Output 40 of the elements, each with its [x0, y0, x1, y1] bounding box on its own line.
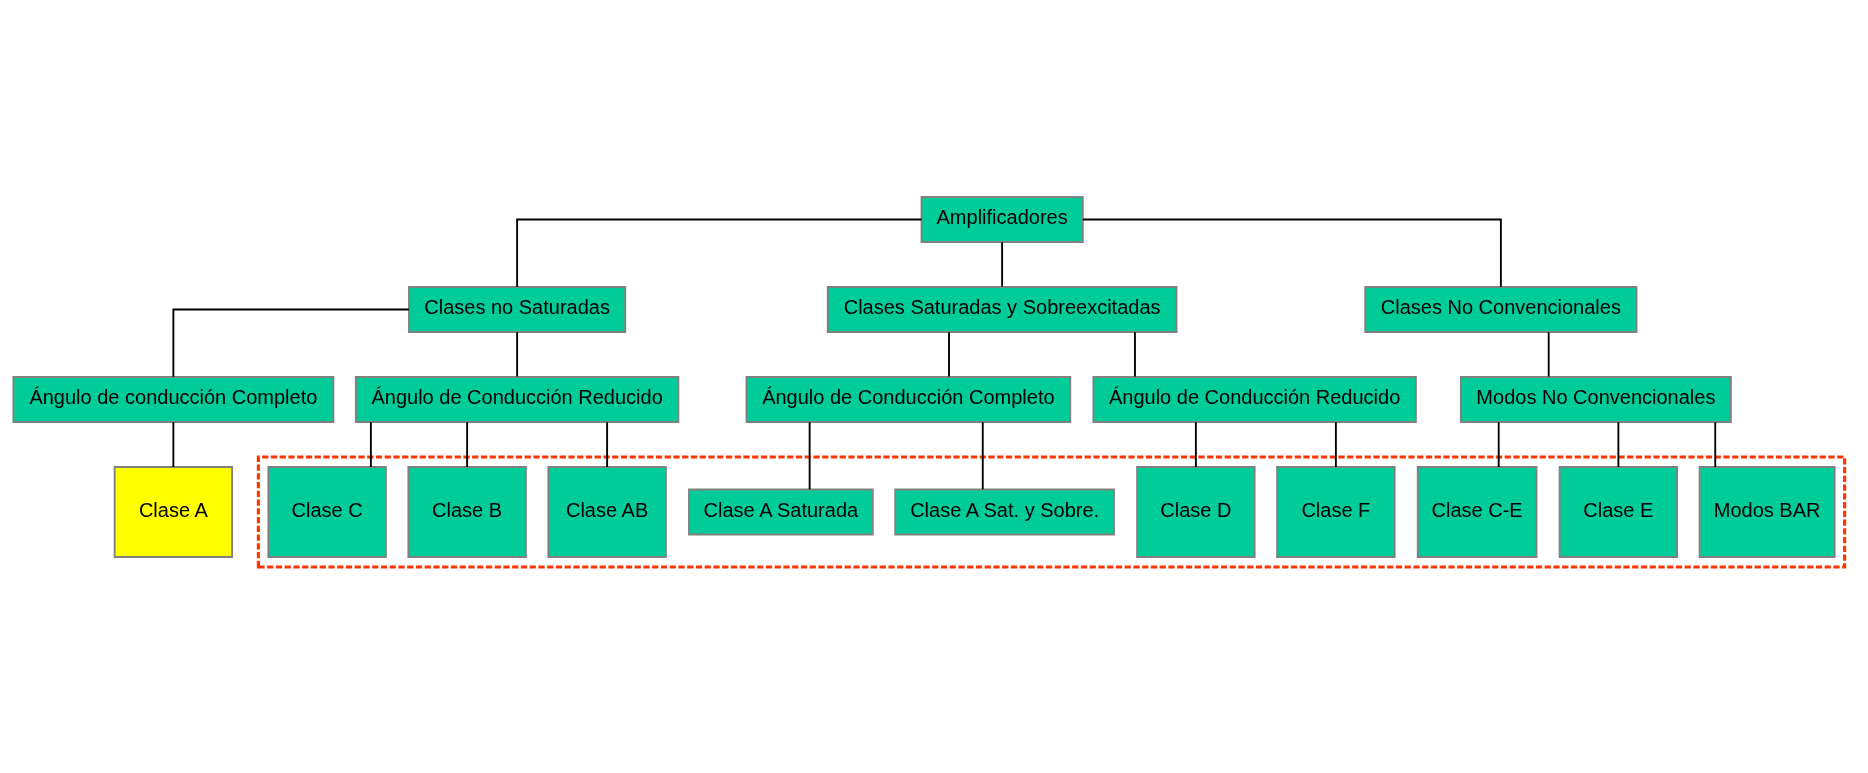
- connector: [516, 218, 923, 288]
- node-box: Ángulo de Conducción Reducido: [354, 375, 680, 423]
- node-box: Ángulo de Conducción Reducido: [1092, 375, 1417, 423]
- node-box: Amplificadores: [920, 195, 1084, 243]
- connector: [516, 330, 519, 377]
- node-box: Clase A: [113, 465, 234, 558]
- node-box: Clases no Saturadas: [408, 285, 627, 333]
- connector: [466, 420, 469, 468]
- node-box: Clase C-E: [1416, 465, 1538, 558]
- node-box: Clase A Saturada: [688, 488, 874, 535]
- cluster: [256, 454, 1847, 569]
- connector: [1334, 420, 1337, 468]
- connector: [369, 420, 372, 468]
- node-box: Ángulo de Conducción Completo: [745, 375, 1072, 423]
- connector: [1714, 420, 1717, 468]
- node-box: Clase C: [267, 465, 387, 558]
- connector: [1081, 218, 1502, 288]
- node-box: Clase AB: [547, 465, 667, 558]
- connector: [172, 420, 175, 468]
- connector: [606, 420, 609, 468]
- node-box: Modos No Convencionales: [1459, 375, 1732, 423]
- connector: [1134, 330, 1136, 377]
- connector: [1547, 330, 1550, 377]
- node-box: Clase E: [1558, 465, 1679, 558]
- node-box: Clase B: [407, 465, 527, 558]
- node-box: Modos BAR: [1698, 465, 1836, 558]
- node-box: Ángulo de conducción Completo: [12, 375, 335, 423]
- connector: [172, 308, 410, 378]
- node-box: Clases Saturadas y Sobreexcitadas: [826, 285, 1178, 333]
- node-box: Clase D: [1136, 465, 1256, 558]
- node-box: Clases No Convencionales: [1364, 285, 1638, 333]
- node-box: Clase A Sat. y Sobre.: [894, 488, 1115, 535]
- connector: [1617, 420, 1620, 468]
- connector: [948, 330, 950, 377]
- connector: [1194, 420, 1197, 468]
- connector: [981, 420, 984, 490]
- connector: [1001, 240, 1004, 287]
- connector: [808, 420, 811, 490]
- node-box: Clase F: [1276, 465, 1396, 558]
- connector: [1497, 420, 1500, 468]
